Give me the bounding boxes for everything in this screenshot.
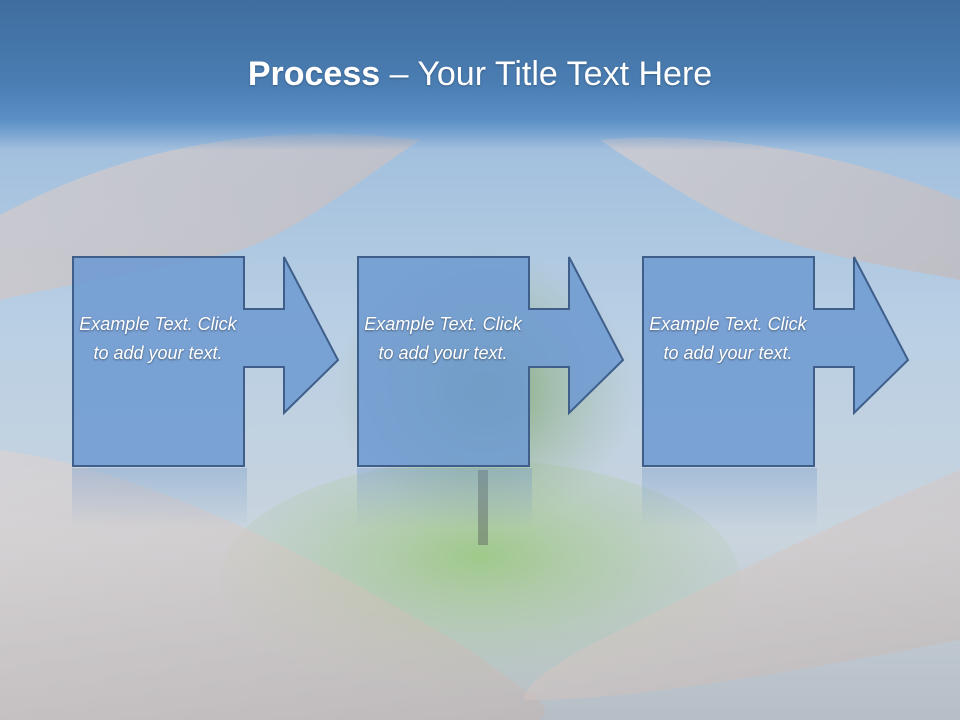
title-rest: – Your Title Text Here (380, 55, 713, 93)
step-text[interactable]: Example Text. Click to add your text. (649, 314, 807, 363)
process-step-1[interactable]: Example Text. Click to add your text. (72, 256, 352, 468)
title-bold: Process (247, 55, 381, 93)
step-text[interactable]: Example Text. Click to add your text. (79, 314, 237, 363)
slide-title[interactable]: Process – Your Title Text Here (0, 52, 960, 96)
step-reflection (72, 468, 247, 528)
step-reflection (357, 468, 532, 528)
title-band (0, 0, 960, 150)
step-reflection (642, 468, 817, 528)
step-text[interactable]: Example Text. Click to add your text. (364, 314, 522, 363)
arrow-box-shape (72, 256, 340, 467)
arrow-box-shape (642, 256, 910, 467)
process-step-2[interactable]: Example Text. Click to add your text. (357, 256, 637, 468)
process-step-3[interactable]: Example Text. Click to add your text. (642, 256, 922, 468)
arrow-box-shape (357, 256, 625, 467)
